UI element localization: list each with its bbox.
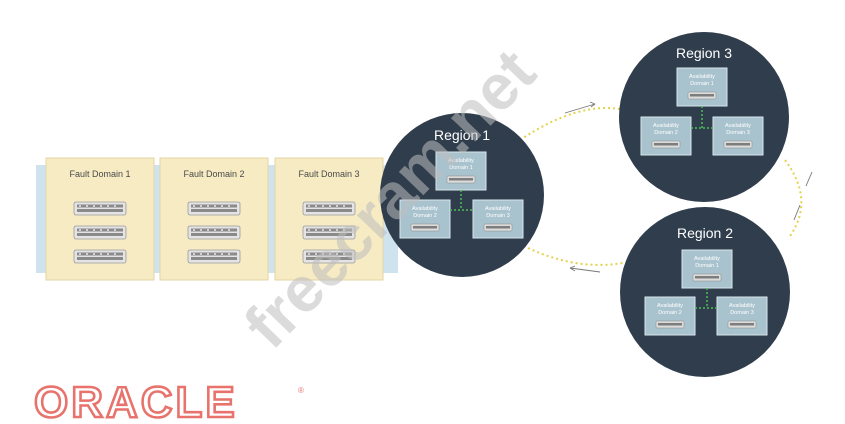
availability-domain-label: Availability	[412, 206, 438, 212]
server-icon	[73, 225, 127, 240]
link-region3-region2	[784, 159, 803, 237]
link-region1-region2	[527, 247, 629, 266]
region-label: Region 1	[434, 127, 490, 143]
availability-domain-label: Availability	[485, 206, 511, 212]
region-links	[519, 101, 813, 273]
availability-domain-3: Availability Domain 3	[712, 116, 764, 156]
oracle-logo: ORACLE ®	[33, 377, 304, 424]
arrow-icon	[805, 171, 813, 187]
availability-domain-2: Availability Domain 2	[644, 296, 696, 336]
availability-domain-label: Availability	[657, 303, 683, 309]
availability-domain-label: Availability	[729, 303, 755, 309]
availability-domain-label: Availability	[689, 74, 715, 80]
server-icon	[73, 249, 127, 264]
fault-domain-label: Fault Domain 3	[298, 169, 359, 179]
availability-domain-1: Availability Domain 1	[435, 151, 487, 191]
fault-domain-label: Fault Domain 1	[69, 169, 130, 179]
region-1: Region 1 Availability Domain 1 Availabil…	[380, 113, 544, 277]
fault-domain-band: Fault Domain 1 Fault Domain 2 Fault Doma…	[36, 157, 398, 281]
availability-domain-label: Availability	[694, 256, 720, 262]
arrow-icon	[569, 265, 576, 272]
availability-domain-label: Availability	[725, 123, 751, 129]
server-icon	[655, 320, 685, 329]
fault-domain-3: Fault Domain 3	[274, 157, 384, 281]
region-label: Region 2	[677, 225, 733, 241]
arrow-icon	[569, 267, 601, 273]
region-2: Region 2 Availability Domain 1 Availabil…	[620, 207, 790, 377]
availability-domain-1: Availability Domain 1	[676, 67, 728, 107]
arrow-icon	[793, 204, 801, 221]
arrow-icon	[589, 101, 596, 108]
server-icon	[723, 140, 753, 149]
domain-connector	[691, 106, 713, 129]
server-icon	[187, 249, 241, 264]
domain-connector	[450, 190, 473, 211]
server-icon	[187, 225, 241, 240]
availability-domain-label: Domain 2	[413, 213, 437, 219]
availability-domain-2: Availability Domain 2	[399, 199, 451, 239]
server-icon	[727, 320, 757, 329]
server-icon	[187, 201, 241, 216]
region-circle	[619, 32, 789, 202]
region-label: Region 3	[676, 45, 732, 61]
server-icon	[692, 273, 722, 282]
availability-domain-label: Domain 2	[654, 130, 678, 136]
registered-mark: ®	[298, 386, 304, 395]
availability-domain-label: Domain 3	[730, 310, 754, 316]
fault-domain-label: Fault Domain 2	[183, 169, 244, 179]
availability-domain-label: Domain 1	[695, 263, 719, 269]
logo-text: ORACLE	[34, 378, 238, 424]
fault-domain-2: Fault Domain 2	[159, 157, 269, 281]
domain-connector	[695, 288, 717, 309]
availability-domain-1: Availability Domain 1	[681, 249, 733, 289]
availability-domain-label: Availability	[653, 123, 679, 129]
availability-domain-2: Availability Domain 2	[640, 116, 692, 156]
arrow-icon	[564, 103, 596, 114]
fault-domain-1: Fault Domain 1	[45, 157, 155, 281]
availability-domain-label: Domain 1	[690, 81, 714, 87]
availability-domain-label: Domain 1	[449, 165, 473, 171]
availability-domain-label: Domain 3	[486, 213, 510, 219]
link-region1-region3	[519, 107, 626, 141]
server-icon	[410, 223, 440, 232]
server-icon	[651, 140, 681, 149]
availability-domain-3: Availability Domain 3	[472, 199, 524, 239]
availability-domain-label: Availability	[448, 158, 474, 164]
server-icon	[483, 223, 513, 232]
availability-domain-3: Availability Domain 3	[716, 296, 768, 336]
server-icon	[73, 201, 127, 216]
availability-domain-label: Domain 3	[726, 130, 750, 136]
server-icon	[687, 91, 717, 100]
region-3: Region 3 Availability Domain 1 Availabil…	[619, 32, 789, 202]
availability-domain-label: Domain 2	[658, 310, 682, 316]
